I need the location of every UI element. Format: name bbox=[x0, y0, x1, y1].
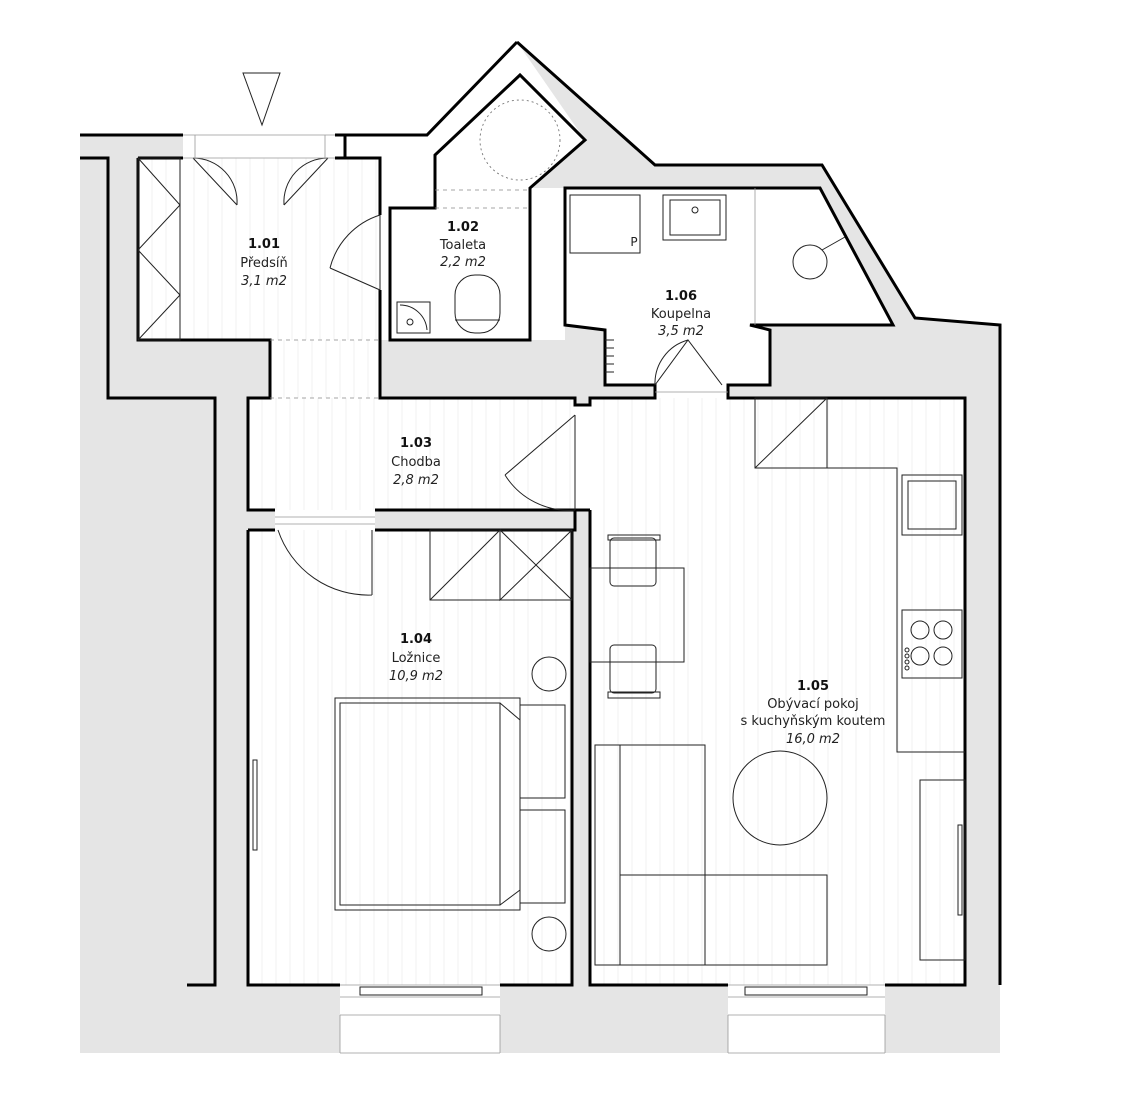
room-label-1-03: 1.03 Chodba 2,8 m2 bbox=[391, 436, 441, 488]
door-handle-bedroom bbox=[252, 759, 258, 851]
floor-boards bbox=[151, 158, 955, 985]
radiator bbox=[605, 339, 614, 373]
toilet-bowl bbox=[454, 274, 501, 334]
svg-text:10,9 m2: 10,9 m2 bbox=[389, 669, 443, 684]
cooktop bbox=[901, 609, 963, 679]
room-label-1-04: 1.04 Ložnice 10,9 m2 bbox=[389, 632, 443, 684]
kitchen-counter bbox=[755, 467, 965, 753]
svg-text:Obývací pokoj: Obývací pokoj bbox=[767, 697, 859, 712]
threshold bbox=[270, 339, 380, 399]
room-label-1-05: 1.05 Obývací pokoj s kuchyňským koutem 1… bbox=[741, 679, 886, 747]
wardrobe-hall bbox=[137, 157, 181, 341]
room-label-1-01: 1.01 Předsíň 3,1 m2 bbox=[240, 237, 288, 289]
doors bbox=[183, 134, 728, 596]
svg-text:Toaleta: Toaleta bbox=[439, 238, 486, 253]
svg-text:1.01: 1.01 bbox=[248, 237, 280, 252]
entrance-triangle-icon bbox=[242, 72, 281, 127]
svg-text:2,2 m2: 2,2 m2 bbox=[440, 255, 486, 270]
svg-text:Koupelna: Koupelna bbox=[651, 307, 711, 322]
tall-cabinet bbox=[919, 779, 966, 961]
washing-machine: P bbox=[569, 194, 641, 254]
svg-text:1.02: 1.02 bbox=[447, 220, 479, 235]
nightstand-lamp-top bbox=[531, 656, 567, 692]
svg-text:s kuchyňským koutem: s kuchyňským koutem bbox=[741, 714, 886, 729]
svg-text:3,1 m2: 3,1 m2 bbox=[241, 274, 287, 289]
corner-sink bbox=[396, 301, 431, 334]
svg-text:Chodba: Chodba bbox=[391, 455, 441, 470]
kitchen-sink bbox=[901, 474, 963, 536]
washbasin bbox=[662, 194, 727, 241]
shower bbox=[754, 188, 846, 325]
svg-text:Ložnice: Ložnice bbox=[392, 651, 441, 666]
chair-bottom bbox=[607, 644, 661, 699]
svg-text:2,8 m2: 2,8 m2 bbox=[393, 473, 439, 488]
dining-table bbox=[589, 567, 685, 663]
shower-circle bbox=[479, 99, 561, 181]
washer-label: P bbox=[630, 235, 637, 249]
svg-text:Předsíň: Předsíň bbox=[240, 256, 288, 271]
windows bbox=[339, 984, 886, 1054]
cabinet-handle bbox=[957, 824, 963, 916]
nightstand-lamp-bottom bbox=[531, 916, 567, 952]
svg-text:3,5 m2: 3,5 m2 bbox=[658, 324, 704, 339]
chair-top bbox=[607, 534, 661, 587]
svg-text:16,0 m2: 16,0 m2 bbox=[786, 732, 840, 747]
room-label-1-06: 1.06 Koupelna 3,5 m2 bbox=[651, 289, 711, 339]
corner-sofa bbox=[594, 744, 828, 966]
svg-text:1.04: 1.04 bbox=[400, 632, 432, 647]
room-label-1-02: 1.02 Toaleta 2,2 m2 bbox=[439, 220, 486, 270]
svg-text:1.06: 1.06 bbox=[665, 289, 697, 304]
furniture: P bbox=[137, 99, 966, 966]
wardrobe-bedroom bbox=[429, 528, 573, 602]
room-labels: 1.01 Předsíň 3,1 m2 1.02 Toaleta 2,2 m2 … bbox=[240, 220, 885, 747]
double-bed bbox=[334, 697, 566, 911]
svg-text:1.05: 1.05 bbox=[797, 679, 829, 694]
svg-text:1.03: 1.03 bbox=[400, 436, 432, 451]
wall-masses bbox=[80, 42, 1000, 1053]
coffee-table bbox=[732, 750, 828, 846]
